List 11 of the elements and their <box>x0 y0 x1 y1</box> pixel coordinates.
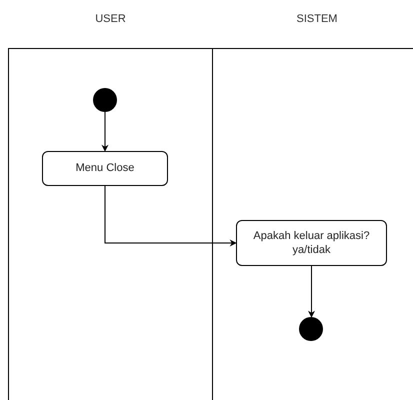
activity-label: Menu Close <box>76 161 134 176</box>
arrow <box>102 112 108 152</box>
final-node <box>299 317 323 341</box>
activity-box <box>236 220 387 266</box>
arrow <box>308 266 315 318</box>
arrow <box>104 186 237 246</box>
activity-box <box>42 151 168 186</box>
initial-node <box>93 88 117 112</box>
lane-heading: USER <box>95 13 126 25</box>
lane-heading: SISTEM <box>296 13 338 25</box>
activity-label: Apakah keluar aplikasi? ya/tidak <box>252 228 371 258</box>
